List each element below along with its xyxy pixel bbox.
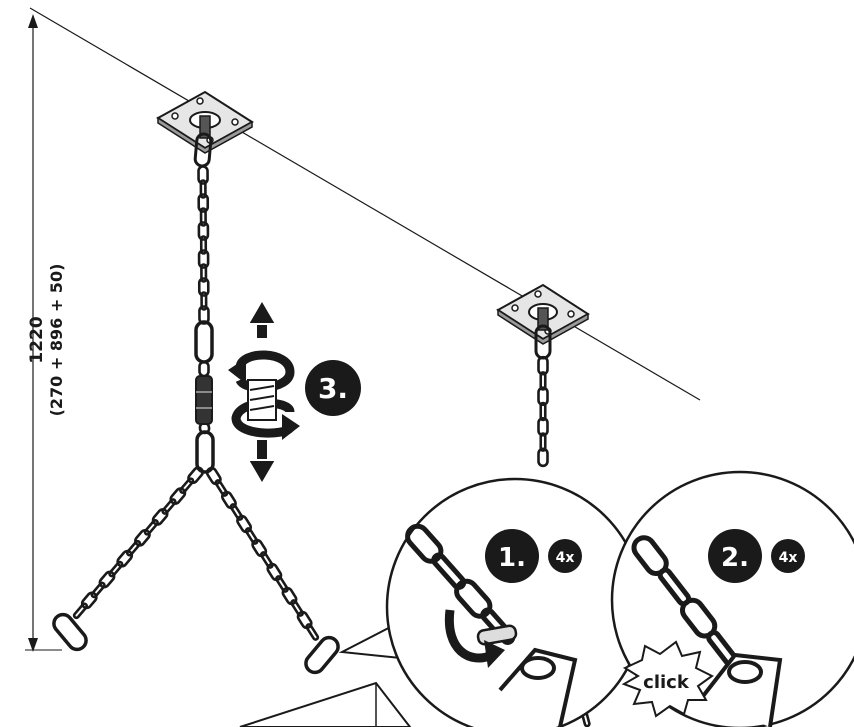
chain-link [220,490,237,510]
chain-link [259,551,274,569]
step3-badge [305,360,361,416]
chain-link [98,570,116,589]
turnbuckle [195,375,213,425]
chain-link [197,193,210,213]
ceiling-line [29,7,701,401]
chain-link [537,447,549,468]
chain-link [199,235,208,255]
swing-seat [239,681,412,727]
chain-link [539,401,547,422]
dimension-total: 1220 [27,316,47,363]
chain-link [290,599,304,617]
chain-link [244,527,259,545]
step1-label: 1. [498,543,526,573]
dimension-line [25,14,62,652]
dimension-breakdown: (270 + 896 + 50) [47,264,66,417]
chain-link [197,277,210,297]
chain-link [275,575,289,593]
chain-link [199,179,207,199]
chain-link [539,432,547,452]
chain-link-detail [431,552,467,590]
chain-link [169,487,187,505]
curved-arrow-icon [444,609,494,663]
step3-label: 3. [318,372,348,405]
detail-callout-2: click 2. 4x [610,470,854,727]
chain-link [125,539,142,557]
detail-callout-1: 1. 4x [338,477,645,727]
chain-link [134,528,151,547]
chain-link [229,503,244,521]
carabiner-top-right [534,324,552,360]
chain-link [236,514,253,534]
chain-link [214,479,229,497]
carabiner-top-left [193,132,213,168]
ceiling-bracket-left [156,90,254,154]
carabiner-bottom-right [304,635,340,675]
chain-link [200,291,208,311]
chain-link [537,416,549,437]
step2-badge [708,529,762,583]
chain-link [116,549,134,568]
chain-link-detail [454,578,493,619]
chain-link [200,263,208,283]
step2-label: 2. [721,543,749,573]
carabiner-gate-1 [476,624,518,646]
chain-link [305,623,320,641]
chain-link [537,386,549,407]
carabiner-junction [195,430,215,474]
chain-link [281,586,298,606]
step1-badge [485,529,539,583]
chain-link [151,508,169,526]
ceiling-bracket-right [496,283,590,345]
chain-link [296,610,313,630]
step1-count: 4x [556,550,575,566]
chain-link [266,562,283,582]
chain-link-detail [405,523,444,564]
chain-link [179,477,195,494]
carabiner-mid-left [194,320,214,364]
chain-link [72,602,89,620]
chain-link [198,360,210,378]
rotate-arrows-icon [228,298,300,486]
hook-loop-1 [498,647,578,727]
chain-link [197,221,210,241]
chain-link [108,560,124,578]
step2-count-badge [771,539,805,573]
click-burst-icon [621,640,714,718]
carabiner-bottom-left [52,612,88,652]
chain-link [199,207,207,227]
chain-link [90,581,106,599]
step1-count-badge [548,539,582,573]
chain-link [187,466,204,485]
chain-link [197,249,210,269]
chain-link [251,538,268,558]
chain-link [80,591,98,610]
chain-link [161,498,177,515]
chain-link [143,519,159,536]
chain-link [539,371,547,391]
click-label: click [643,672,690,693]
hook-loop-2 [698,652,783,727]
step2-count: 4x [779,550,798,566]
